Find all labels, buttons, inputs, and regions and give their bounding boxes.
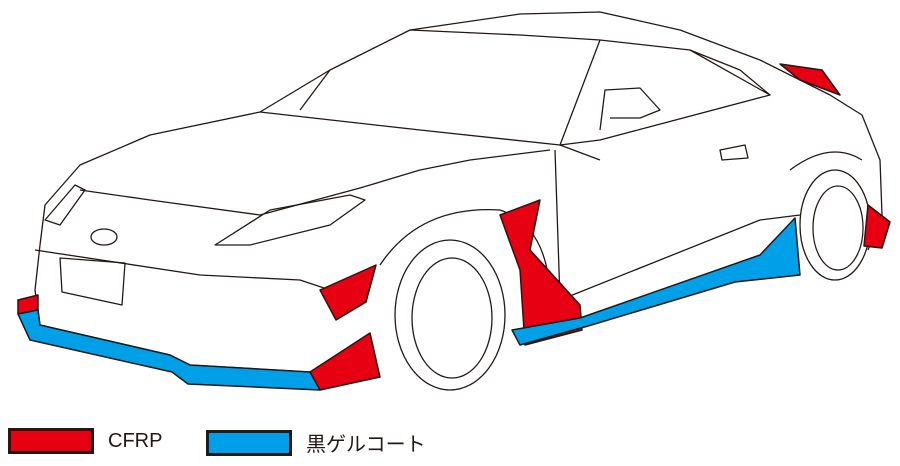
door-handle (719, 144, 749, 161)
car-illustration (17, 11, 891, 391)
wheels (394, 169, 871, 391)
front-duct-cfrp (319, 264, 377, 321)
rear-diffuser-cfrp (863, 204, 891, 249)
side-skirt-gelcoat (511, 217, 801, 346)
legend-swatch-cfrp (8, 428, 94, 454)
roof-spoiler-cfrp (779, 63, 841, 96)
license-plate (59, 257, 126, 306)
front-canard-cfrp (309, 332, 381, 391)
legend-swatch-gelcoat (206, 429, 292, 456)
legend-item-gelcoat: 黒ゲルコート (206, 428, 426, 457)
legend-label: CFRP (108, 429, 163, 452)
car-body-outline (34, 11, 883, 373)
legend-label: 黒ゲルコート (306, 434, 426, 456)
emblem (90, 228, 118, 246)
front-wheel (394, 239, 506, 391)
legend-item-cfrp: CFRP (8, 428, 162, 454)
front-lip-gelcoat (17, 309, 321, 391)
headlight (214, 194, 366, 246)
cfrp-parts (17, 63, 891, 391)
gelcoat-parts (17, 217, 801, 391)
